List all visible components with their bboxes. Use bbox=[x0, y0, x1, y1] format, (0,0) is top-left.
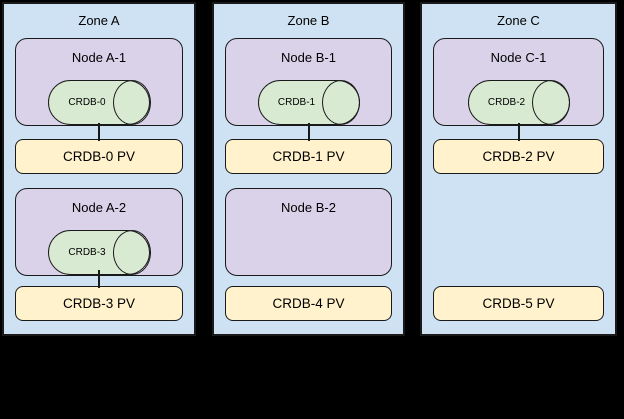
pod-cylinder-crdb-1: CRDB-1 bbox=[257, 79, 360, 125]
node-c1-title: Node C-1 bbox=[490, 50, 547, 65]
cylinder-cap bbox=[112, 79, 151, 125]
pv-crdb-0-label: CRDB-0 PV bbox=[62, 149, 135, 164]
pv-crdb-3-label: CRDB-3 PV bbox=[62, 296, 135, 311]
zone-c-title: Zone C bbox=[497, 13, 540, 28]
pod-cylinder-crdb-0: CRDB-0 bbox=[48, 79, 151, 125]
node-b1-title: Node B-1 bbox=[281, 50, 336, 65]
zone-c-box: Zone C Node C-1 CRDB-2 CRDB-2 PV CRDB-5 … bbox=[420, 2, 617, 336]
pv-crdb-2-label: CRDB-2 PV bbox=[482, 149, 555, 164]
node-a1-title: Node A-1 bbox=[71, 50, 127, 65]
cylinder-cap bbox=[322, 79, 360, 125]
pod-crdb-2-label: CRDB-2 bbox=[487, 97, 526, 108]
cylinder-cap bbox=[112, 229, 151, 275]
pv-box-crdb-5: CRDB-5 PV bbox=[433, 286, 604, 321]
pod-cylinder-crdb-3: CRDB-3 bbox=[48, 229, 151, 275]
cylinder-cap bbox=[532, 79, 570, 125]
pod-cylinder-crdb-2: CRDB-2 bbox=[467, 79, 570, 125]
pv-box-crdb-2: CRDB-2 PV bbox=[433, 139, 604, 174]
node-c1-box: Node C-1 CRDB-2 bbox=[433, 38, 604, 126]
pod-crdb-0-label: CRDB-0 bbox=[68, 97, 106, 108]
connector-line-crdb3-pv bbox=[98, 270, 100, 288]
zone-b-box: Zone B Node B-1 CRDB-1 CRDB-1 PV Node B-… bbox=[212, 2, 405, 336]
node-a1-box: Node A-1 CRDB-0 bbox=[15, 38, 183, 126]
connector-line-crdb1-pv bbox=[307, 123, 310, 141]
pv-box-crdb-3: CRDB-3 PV bbox=[15, 286, 183, 321]
node-b2-box: Node B-2 bbox=[225, 188, 392, 276]
zone-a-box: Zone A Node A-1 CRDB-0 CRDB-0 PV Node A-… bbox=[2, 2, 196, 336]
node-a2-title: Node A-2 bbox=[71, 200, 127, 215]
connector-line-crdb2-pv bbox=[517, 123, 520, 141]
node-b2-title: Node B-2 bbox=[281, 200, 336, 215]
zone-b-title: Zone B bbox=[287, 13, 330, 28]
node-b1-box: Node B-1 CRDB-1 bbox=[225, 38, 392, 126]
pv-crdb-5-label: CRDB-5 PV bbox=[482, 296, 555, 311]
pod-crdb-3-label: CRDB-3 bbox=[68, 247, 106, 258]
pv-crdb-1-label: CRDB-1 PV bbox=[272, 149, 345, 164]
pv-crdb-4-label: CRDB-4 PV bbox=[272, 296, 345, 311]
node-a2-box: Node A-2 CRDB-3 bbox=[15, 188, 183, 276]
connector-line-crdb0-pv bbox=[98, 123, 100, 141]
pv-box-crdb-0: CRDB-0 PV bbox=[15, 139, 183, 174]
pv-box-crdb-1: CRDB-1 PV bbox=[225, 139, 392, 174]
zone-a-title: Zone A bbox=[78, 13, 120, 28]
pod-crdb-1-label: CRDB-1 bbox=[277, 97, 316, 108]
pv-box-crdb-4: CRDB-4 PV bbox=[225, 286, 392, 321]
